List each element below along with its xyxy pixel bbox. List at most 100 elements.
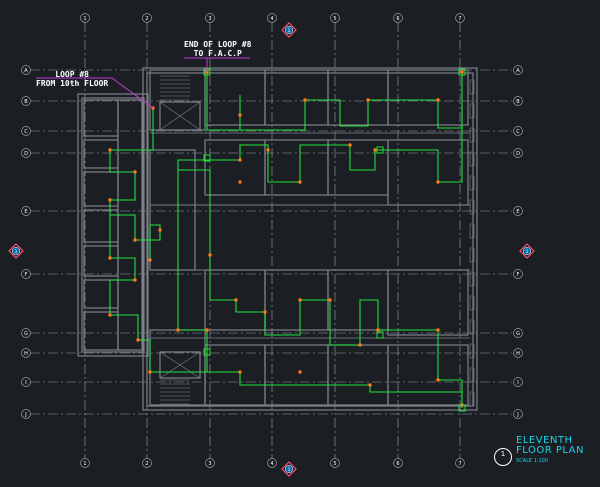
- grid-label-row-G: G: [516, 331, 520, 337]
- loop-wire-segment-1: [206, 72, 241, 131]
- section-marker-icon: [281, 461, 297, 477]
- grid-bubble-row-E: [21, 206, 31, 216]
- loop-start-note: LOOP #8 FROM 10th FLOOR: [36, 70, 108, 88]
- grid-bubble-row-B: [513, 96, 523, 106]
- east-window: [469, 199, 475, 215]
- grid-bubble-col-1: [80, 458, 90, 468]
- smoke-detector-icon: [238, 113, 242, 117]
- smoke-detector-icon: [108, 198, 112, 202]
- grid-bubble-col-3: [205, 13, 215, 23]
- east-window: [469, 151, 475, 167]
- grid-bubble-row-I: [21, 377, 31, 387]
- smoke-detector-icon: [238, 158, 242, 162]
- smoke-detector-icon: [368, 383, 372, 387]
- grid-bubble-row-J: [513, 409, 523, 419]
- elevator-shaft-north: [159, 101, 201, 131]
- east-window: [469, 343, 475, 359]
- room-17: [387, 344, 469, 406]
- section-marker-icon: [519, 243, 535, 259]
- east-window: [469, 247, 475, 263]
- grid-bubble-row-B: [21, 96, 31, 106]
- grid-label-row-F: F: [25, 272, 28, 278]
- smoke-detector-icon: [108, 148, 112, 152]
- loop-start-note-line2: FROM 10th FLOOR: [36, 79, 109, 88]
- east-window: [469, 367, 475, 383]
- smoke-detector-icon: [234, 298, 238, 302]
- smoke-detector-icon: [303, 98, 307, 102]
- grid-label-row-G: G: [24, 331, 28, 337]
- grid-label-row-J: J: [24, 412, 26, 418]
- grid-label-row-B: B: [516, 99, 520, 105]
- grid-bubble-row-E: [513, 206, 523, 216]
- control-module-icon: [203, 154, 211, 162]
- loop-wire-segment-10: [177, 170, 208, 355]
- grid-bubble-row-G: [21, 328, 31, 338]
- smoke-detector-icon: [136, 338, 140, 342]
- grid-bubble-row-F: [513, 269, 523, 279]
- grid-label-col-7: 7: [458, 461, 461, 467]
- grid-label-row-D: D: [24, 151, 28, 157]
- elevator-shaft-south: [159, 351, 201, 379]
- grid-label-row-E: E: [516, 209, 519, 215]
- smoke-detector-icon: [208, 253, 212, 257]
- grid-bubble-row-A: [513, 65, 523, 75]
- grid-bubble-row-J: [21, 409, 31, 419]
- annotation-leaders: [36, 57, 250, 109]
- grid-label-col-3: 3: [208, 16, 211, 22]
- loop-wire-segment-8: [109, 108, 161, 260]
- smoke-detector-icon: [366, 98, 370, 102]
- grid-bubble-col-5: [330, 458, 340, 468]
- grid-label-col-2: 2: [145, 16, 148, 22]
- west-room-8: [117, 99, 143, 351]
- smoke-detector-icon: [460, 70, 464, 74]
- smoke-detector-icon: [205, 328, 209, 332]
- control-module-icon: [376, 331, 384, 339]
- section-marker-label: 1: [288, 467, 291, 473]
- smoke-detector-icon: [158, 228, 162, 232]
- loop-wire-segment-2: [240, 72, 463, 131]
- east-window: [469, 127, 475, 143]
- grid-label-col-5: 5: [333, 16, 336, 22]
- grid-bubble-row-A: [21, 65, 31, 75]
- grid-label-row-A: A: [516, 68, 520, 74]
- grid-bubble-row-C: [513, 126, 523, 136]
- grid-label-col-3: 3: [208, 461, 211, 467]
- grid-label-row-A: A: [24, 68, 28, 74]
- grid-label-col-4: 4: [270, 16, 273, 22]
- smoke-detector-icon: [238, 370, 242, 374]
- grid-bubble-col-7: [455, 458, 465, 468]
- east-window: [469, 271, 475, 287]
- section-marker-bubble: [284, 464, 294, 474]
- view-number: 1: [500, 450, 506, 458]
- grid-label-col-4: 4: [270, 461, 273, 467]
- control-module-icon: [376, 146, 384, 154]
- smoke-detector-icon: [133, 238, 137, 242]
- smoke-detector-icon: [298, 298, 302, 302]
- smoke-detector-icon: [176, 328, 180, 332]
- west-service-wing: [77, 93, 149, 357]
- smoke-detector-icon: [148, 258, 152, 262]
- section-marker-label: 1: [526, 249, 529, 255]
- grid-bubble-col-7: [455, 13, 465, 23]
- grid-bubble-col-4: [267, 13, 277, 23]
- smoke-detector-icon: [266, 148, 270, 152]
- smoke-detector-icon: [108, 313, 112, 317]
- grid-bubble-row-I: [513, 377, 523, 387]
- drawing-title: ELEVENTH FLOOR PLAN: [516, 436, 584, 456]
- grid-label-col-2: 2: [145, 461, 148, 467]
- smoke-detector-icon: [373, 148, 377, 152]
- grid-bubble-col-5: [330, 13, 340, 23]
- east-window: [469, 223, 475, 239]
- grid-bubble-col-1: [80, 13, 90, 23]
- smoke-detector-icon: [376, 328, 380, 332]
- smoke-detector-icon: [328, 298, 332, 302]
- smoke-detector-icon: [133, 170, 137, 174]
- smoke-detector-icon: [238, 180, 242, 184]
- loop-end-note-line1: END OF LOOP #8: [184, 40, 252, 49]
- east-window: [469, 319, 475, 335]
- grid-label-row-I: I: [517, 380, 518, 386]
- grid-label-row-H: H: [516, 351, 520, 357]
- section-marker-bubble: [11, 246, 21, 256]
